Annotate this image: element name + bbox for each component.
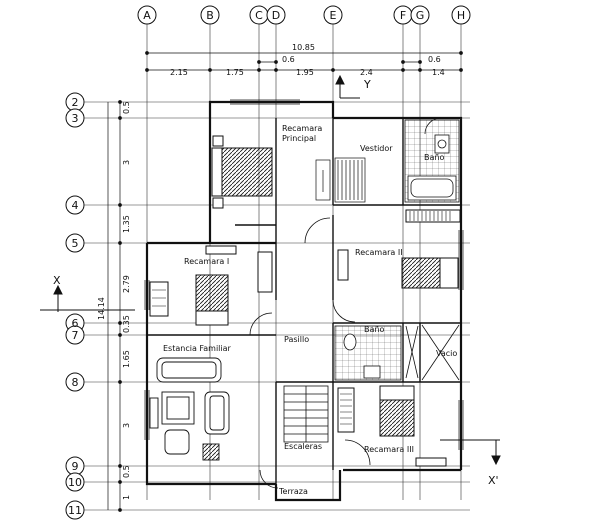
room-label-bano-2: Baño [364, 325, 384, 334]
dim-left-total: 14.14 [97, 297, 106, 320]
grid-label-h: H [457, 9, 465, 22]
grid-label-2: 2 [72, 96, 79, 109]
windows [144, 99, 464, 450]
dim-left-seg-8: 0.5 [122, 465, 131, 478]
dim-left-seg-6: 1.65 [122, 350, 131, 368]
dim-top-offset-1: 0.6 [282, 55, 295, 64]
dim-left-seg-5: 0.35 [122, 315, 131, 333]
section-marker-x-prime [440, 439, 501, 466]
exterior-walls [145, 100, 463, 502]
grid-label-8: 8 [72, 376, 79, 389]
dim-top-seg-5: 1.4 [432, 68, 445, 77]
furniture-master-bed [211, 135, 273, 209]
dim-left-seg-4: 2.79 [122, 275, 131, 293]
section-marker-x [40, 284, 135, 312]
grid-label-5: 5 [72, 237, 79, 250]
furniture-living-room [149, 357, 230, 461]
room-label-terraza: Terraza [278, 487, 308, 496]
top-dimension-lines [145, 51, 463, 72]
furniture-bed-3 [337, 385, 447, 467]
dim-left-seg-3: 1.35 [122, 215, 131, 233]
section-label-y: Y [363, 78, 371, 91]
room-label-recamara-principal-line2: Principal [282, 134, 316, 143]
grid-label-11: 11 [68, 504, 82, 517]
grid-label-3: 3 [72, 112, 79, 125]
room-label-escaleras: Escaleras [284, 442, 322, 451]
grid-row-bubbles [65, 92, 85, 520]
grid-label-f: F [400, 9, 406, 22]
grid-label-7: 7 [72, 329, 79, 342]
room-label-recamara-1: Recamara I [184, 257, 229, 266]
dim-left-seg-7: 3 [122, 423, 131, 428]
grid-label-a: A [143, 9, 151, 22]
furniture-closet-master [315, 157, 366, 203]
grid-label-9: 9 [72, 460, 79, 473]
dim-top-seg-2: 1.75 [226, 68, 244, 77]
stairs [283, 385, 329, 443]
grid-label-b: B [206, 9, 214, 22]
room-label-recamara-principal: Recamara [282, 124, 322, 133]
room-label-pasillo: Pasillo [284, 335, 309, 344]
grid-column-bubbles [137, 5, 471, 25]
dim-left-seg-1: 0.5 [122, 101, 131, 114]
vacio-void-cross [421, 324, 460, 381]
dim-top-seg-1: 2.15 [170, 68, 188, 77]
room-label-estancia: Estancia Familiar [163, 344, 232, 353]
section-marker-y [335, 74, 360, 99]
grid-label-g: G [416, 9, 425, 22]
grid-label-c: C [255, 9, 263, 22]
dim-top-offset-2: 0.6 [428, 55, 441, 64]
dim-left-seg-2: 3 [122, 160, 131, 165]
room-label-recamara-2: Recamara II [355, 248, 403, 257]
furniture-bathroom-2 [334, 325, 419, 381]
dim-top-seg-4: 2.4 [360, 68, 373, 77]
grid-label-d: D [272, 9, 280, 22]
dim-top-total: 10.85 [292, 43, 315, 52]
room-label-recamara-3: Recamara III [364, 445, 414, 454]
grid-label-10: 10 [68, 476, 82, 489]
section-label-x-prime: X' [488, 474, 499, 487]
grid-label-6: 6 [72, 317, 79, 330]
dim-top-seg-3: 1.95 [296, 68, 314, 77]
grid-label-4: 4 [72, 199, 79, 212]
door-swings [249, 117, 442, 489]
furniture-bed-1 [149, 245, 273, 326]
room-label-bano-1: Baño [424, 153, 444, 162]
dim-left-seg-9: 1 [122, 495, 131, 500]
furniture-bed-2 [337, 209, 461, 289]
room-label-vestidor: Vestidor [360, 144, 393, 153]
room-label-vacio: Vacio [436, 349, 457, 358]
furniture-bathroom-1 [404, 119, 460, 203]
left-dimension-lines [107, 100, 122, 512]
interior-walls [147, 118, 461, 484]
grid-label-e: E [330, 9, 337, 22]
section-label-x: X [53, 274, 61, 287]
